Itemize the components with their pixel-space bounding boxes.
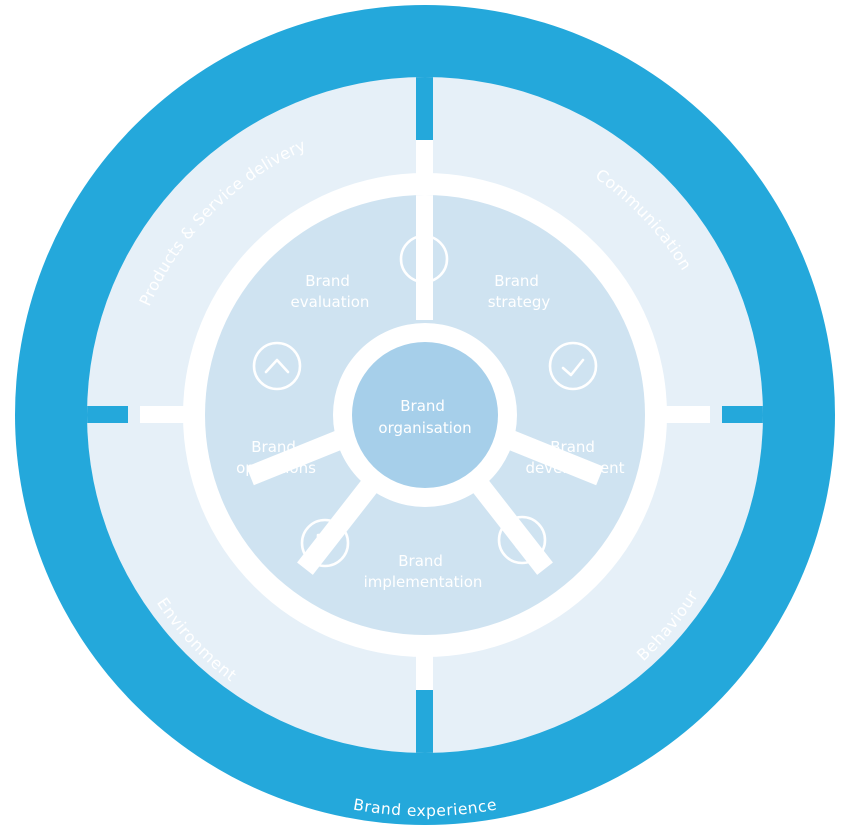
check-icon — [548, 341, 598, 391]
center-label: Brand organisation — [378, 397, 471, 437]
segment-label-strategy: Brand strategy — [488, 272, 551, 311]
segment-label-evaluation: Brand evaluation — [291, 272, 370, 311]
clock-icon — [497, 515, 547, 565]
center-disc — [352, 342, 498, 488]
chevron-right-icon — [399, 234, 449, 284]
caret-up-icon — [252, 341, 302, 391]
segment-label-operations: Brand operations — [236, 438, 316, 477]
corner-icon — [300, 518, 350, 568]
segment-label-development: Brand development — [526, 438, 625, 477]
segment-label-implementation: Brand implementation — [364, 552, 483, 591]
